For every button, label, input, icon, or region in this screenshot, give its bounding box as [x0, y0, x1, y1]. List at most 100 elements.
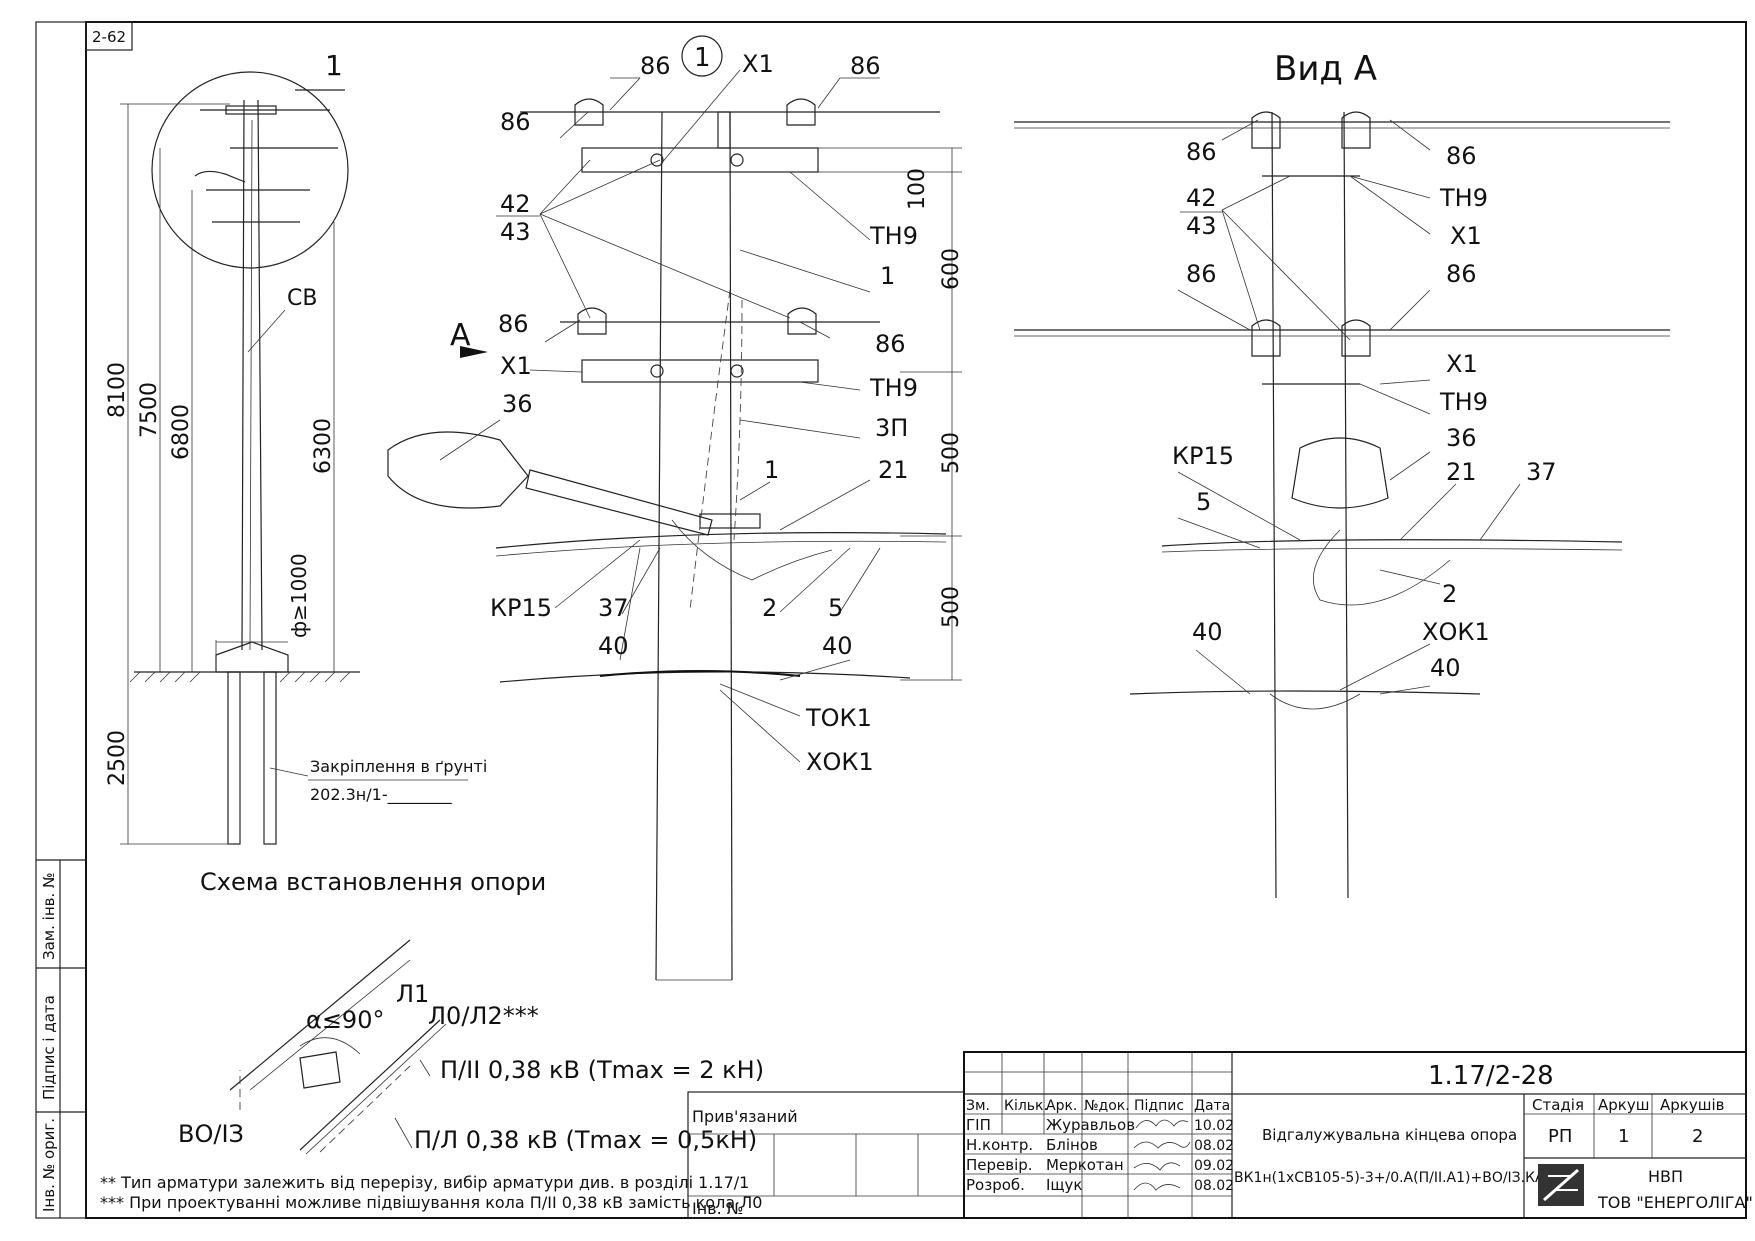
dim-100: 100 [905, 168, 930, 210]
d1-36: 36 [502, 390, 533, 418]
sheet-value: 1 [1618, 1126, 1629, 1147]
signer-date-2: 09.02 [1194, 1158, 1234, 1174]
dim-7500: 7500 [137, 382, 162, 438]
va-86-c: 86 [1186, 260, 1217, 288]
d1-th9-a: ТН9 [869, 222, 918, 250]
legend-l0l2: Л0/Л2*** [428, 1002, 539, 1030]
detail-1-callout: 1 [694, 43, 711, 73]
dim-6300: 6300 [311, 418, 336, 474]
view-a-title: Вид А [1274, 49, 1377, 89]
dim-6800: 6800 [169, 404, 194, 460]
sheet-subtitle: ВК1н(1хСВ105-5)-3+/0.А(П/ІІ.А1)+ВО/ІЗ.КА… [1234, 1170, 1554, 1186]
th-date: Дата [1194, 1098, 1230, 1114]
va-86-d: 86 [1446, 260, 1477, 288]
d1-x1-b: Х1 [500, 352, 532, 380]
detail-callout: 1 [325, 49, 343, 82]
signer-name-2: Меркотан [1046, 1156, 1124, 1174]
detail-circle [151, 71, 349, 269]
signature-2 [1133, 1162, 1181, 1171]
sheet-title: Відгалужувальна кінцева опора [1262, 1126, 1517, 1144]
d1-40-a: 40 [598, 632, 629, 660]
signer-role-0: ГІП [966, 1116, 991, 1134]
title-block: Прив'язаний Інв. № Зм. Кільк. Арк. №док.… [687, 1051, 1753, 1219]
signer-role-1: Н.контр. [966, 1136, 1033, 1154]
sheets-value: 2 [1692, 1126, 1703, 1147]
signer-name-0: Журавльов [1046, 1116, 1135, 1134]
th-kilk: Кільк. [1004, 1098, 1048, 1114]
d1-1-b: 1 [764, 456, 779, 484]
fix-ref: 202.3н/1-________ [310, 785, 453, 805]
view-a: Вид А [1014, 49, 1670, 899]
dim-500b: 500 [939, 586, 964, 628]
d1-86-e: 86 [875, 330, 906, 358]
th-ark: Арк. [1046, 1098, 1077, 1114]
pole-type: СВ [287, 286, 317, 311]
legend-l1: Л1 [396, 980, 429, 1008]
d1-43: 43 [500, 218, 531, 246]
signer-date-1: 08.02 [1194, 1138, 1234, 1154]
sheet-label: Аркуш [1598, 1096, 1649, 1114]
legend-pl: П/Л 0,38 кВ (Тmax = 0,5кН) [414, 1126, 757, 1154]
signer-name-3: Іщук [1046, 1176, 1083, 1194]
signer-name-1: Блінов [1046, 1136, 1098, 1154]
view-arrow-label: А [450, 318, 471, 353]
va-86-b: 86 [1446, 142, 1477, 170]
d1-3p: 3П [875, 414, 908, 442]
signer-date-3: 08.02 [1194, 1178, 1234, 1194]
va-21: 21 [1446, 458, 1477, 486]
signature-1 [1133, 1141, 1191, 1149]
va-xok1: ХОК1 [1422, 618, 1490, 646]
dim-8100: 8100 [105, 362, 130, 418]
install-scheme: 1 8100 7500 6800 6300 2 [105, 49, 546, 896]
company-logo [1538, 1164, 1584, 1206]
d1-kr15: КР15 [490, 594, 552, 622]
d1-86-a: 86 [640, 52, 671, 80]
stamp-sign: Підпис і дата [40, 995, 58, 1100]
signer-role-2: Перевір. [966, 1156, 1033, 1174]
note-1: ** Тип арматури залежить від перерізу, в… [100, 1173, 749, 1192]
legend-angle: α≤90° [306, 1006, 384, 1034]
bound-label: Прив'язаний [692, 1107, 798, 1126]
fix-label: Закріплення в ґрунті [310, 757, 487, 776]
va-86-a: 86 [1186, 138, 1217, 166]
left-stamp: Зам. інв. № Підпис і дата Інв. № ориг. [36, 859, 86, 1218]
stage-label: Стадія [1532, 1096, 1584, 1114]
d1-x1-a: Х1 [742, 50, 774, 78]
legend-vo: ВО/ІЗ [178, 1120, 244, 1148]
va-40-a: 40 [1192, 618, 1223, 646]
sheet-number: 1.17/2-28 [1428, 1061, 1554, 1091]
dim-600: 600 [939, 248, 964, 290]
d1-th9-b: ТН9 [869, 374, 918, 402]
sheet-code-box [85, 21, 133, 51]
d1-86-c: 86 [500, 108, 531, 136]
d1-tok1: ТОК1 [805, 704, 872, 732]
th-doc: №док. [1084, 1098, 1130, 1114]
d1-86-d: 86 [498, 310, 529, 338]
dim-2500: 2500 [105, 730, 130, 786]
d1-1-a: 1 [880, 262, 895, 290]
legend: α≤90° Л1 Л0/Л2*** П/ІІ 0,38 кВ (Тmax = 2… [100, 939, 764, 1212]
company-2: ТОВ "ЕНЕРГОЛІГА" [1597, 1193, 1753, 1212]
scheme-caption: Схема встановлення опори [200, 868, 546, 896]
note-2: *** При проектуванні можливе підвішуванн… [100, 1193, 762, 1212]
dim-diameter: ф≥1000 [287, 553, 311, 638]
va-37: 37 [1526, 458, 1557, 486]
th-sign: Підпис [1134, 1098, 1184, 1114]
d1-37: 37 [598, 594, 629, 622]
sheet-code: 2-62 [92, 28, 126, 46]
d1-21: 21 [878, 456, 909, 484]
view-arrow-icon [460, 346, 488, 358]
signature-0 [1135, 1119, 1189, 1129]
va-42: 42 [1186, 184, 1217, 212]
sheets-label: Аркушів [1660, 1096, 1724, 1114]
dim-500a: 500 [939, 432, 964, 474]
va-kr15: КР15 [1172, 442, 1234, 470]
va-5: 5 [1196, 488, 1211, 516]
company-1: НВП [1648, 1167, 1683, 1186]
legend-pl-ii: П/ІІ 0,38 кВ (Тmax = 2 кН) [440, 1056, 764, 1084]
th-zm: Зм. [966, 1098, 990, 1114]
stage-value: РП [1548, 1126, 1572, 1147]
detail-1: 100 600 500 500 1 А [387, 35, 964, 981]
signature-3 [1133, 1182, 1181, 1191]
